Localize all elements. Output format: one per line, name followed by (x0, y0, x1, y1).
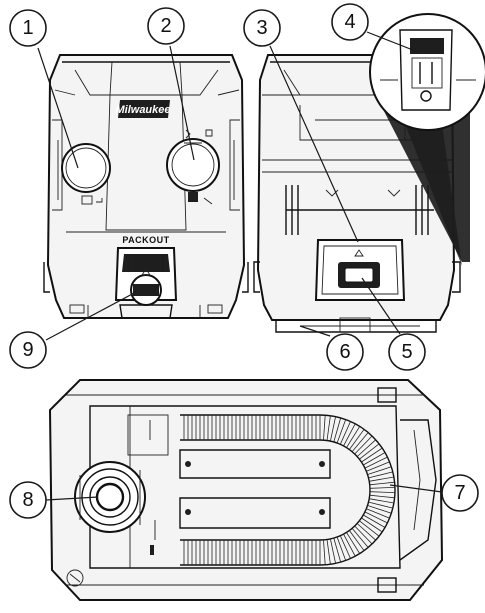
hose-ring (326, 415, 331, 441)
svg-text:5: 5 (401, 341, 412, 363)
hose-ring (346, 426, 361, 448)
hose-outer-edge (180, 414, 396, 566)
hose-ring (364, 456, 388, 469)
hose-ring (339, 421, 351, 445)
callout-1: 1 (9, 9, 47, 47)
hose-connector-housing (314, 239, 406, 301)
hose-ring (366, 461, 390, 472)
leader-line-8 (45, 496, 99, 501)
hose-ring (367, 505, 392, 514)
hose-ring (356, 523, 376, 541)
svg-text:6: 6 (339, 341, 350, 363)
callout-3: 3 (243, 9, 281, 47)
leader-line-3 (269, 45, 359, 243)
hose-ring (354, 435, 373, 455)
latch-detail (380, 29, 476, 111)
callout-8: 8 (9, 481, 47, 519)
hose-ring (330, 538, 336, 564)
hose-ring (361, 447, 383, 463)
top-view (48, 379, 444, 601)
callouts: 1 2 3 4 5 6 (9, 3, 479, 519)
hose-ring (333, 537, 342, 563)
svg-text:7: 7 (454, 482, 465, 504)
hose-ring (323, 539, 326, 565)
leader-line-4 (366, 31, 419, 53)
hose-ring (369, 491, 396, 493)
front-packout-badge: PACKOUT (122, 235, 169, 245)
hose-ring (359, 443, 380, 460)
hose-ring (349, 530, 365, 551)
callout-4: 4 (331, 3, 369, 41)
hose-ring (349, 429, 365, 450)
hose-ring (367, 466, 392, 475)
svg-text:Milwaukee: Milwaukee (115, 104, 170, 116)
svg-text:8: 8 (22, 489, 33, 511)
hose-ring (339, 535, 351, 559)
hose-ring (369, 494, 395, 499)
hose-reel-hub (74, 461, 146, 533)
zoom-inset (369, 13, 485, 266)
leader-line-9 (45, 291, 137, 341)
hose-ring (369, 498, 394, 504)
callout-7: 7 (441, 474, 479, 512)
svg-text:1: 1 (22, 17, 33, 39)
brand-logo: Milwaukee (115, 100, 171, 118)
hose-ring (369, 476, 394, 482)
leader-line-2 (169, 45, 195, 161)
hose-ring (326, 539, 331, 565)
hose-ring (354, 525, 373, 545)
leader-line-7 (389, 484, 443, 493)
callout-6: 6 (326, 333, 364, 371)
callout-5: 5 (388, 333, 426, 371)
hose-ring (369, 481, 395, 486)
callout-2: 2 (147, 7, 185, 45)
leader-line-6 (299, 325, 331, 337)
hose-ring (364, 511, 388, 524)
leader-line-5 (361, 277, 401, 335)
hose-ring (330, 416, 336, 442)
hose-ring (343, 533, 356, 557)
hose-ring (369, 487, 396, 489)
callout-9: 9 (9, 331, 47, 369)
drain-valve-housing (114, 247, 178, 319)
hose-ring (361, 517, 383, 533)
hose-ring (351, 432, 369, 452)
hose-ring (368, 501, 393, 509)
hose-ring (363, 452, 386, 466)
detergent-tank-cap (166, 129, 220, 205)
hose-ring (346, 532, 361, 554)
hose-ring (363, 514, 386, 528)
hose-ring (359, 520, 380, 537)
hose-ring (336, 419, 347, 444)
svg-text:3: 3 (256, 17, 267, 39)
hose-inner-edge (180, 439, 371, 541)
hose-ring (356, 439, 376, 457)
svg-text:2: 2 (160, 15, 171, 37)
svg-text:4: 4 (344, 11, 355, 33)
hose-ring (351, 528, 369, 548)
coiled-hose (180, 414, 396, 566)
svg-text:9: 9 (22, 339, 33, 361)
hose-ring (343, 423, 356, 447)
hose-ring (368, 471, 393, 479)
hose-ring (333, 417, 342, 443)
hose-ring (336, 536, 347, 561)
hose-ring (366, 508, 390, 519)
leader-line-1 (37, 47, 79, 169)
front-view: Milwaukee PACKOUT (43, 54, 249, 319)
hose-ring (323, 415, 326, 441)
